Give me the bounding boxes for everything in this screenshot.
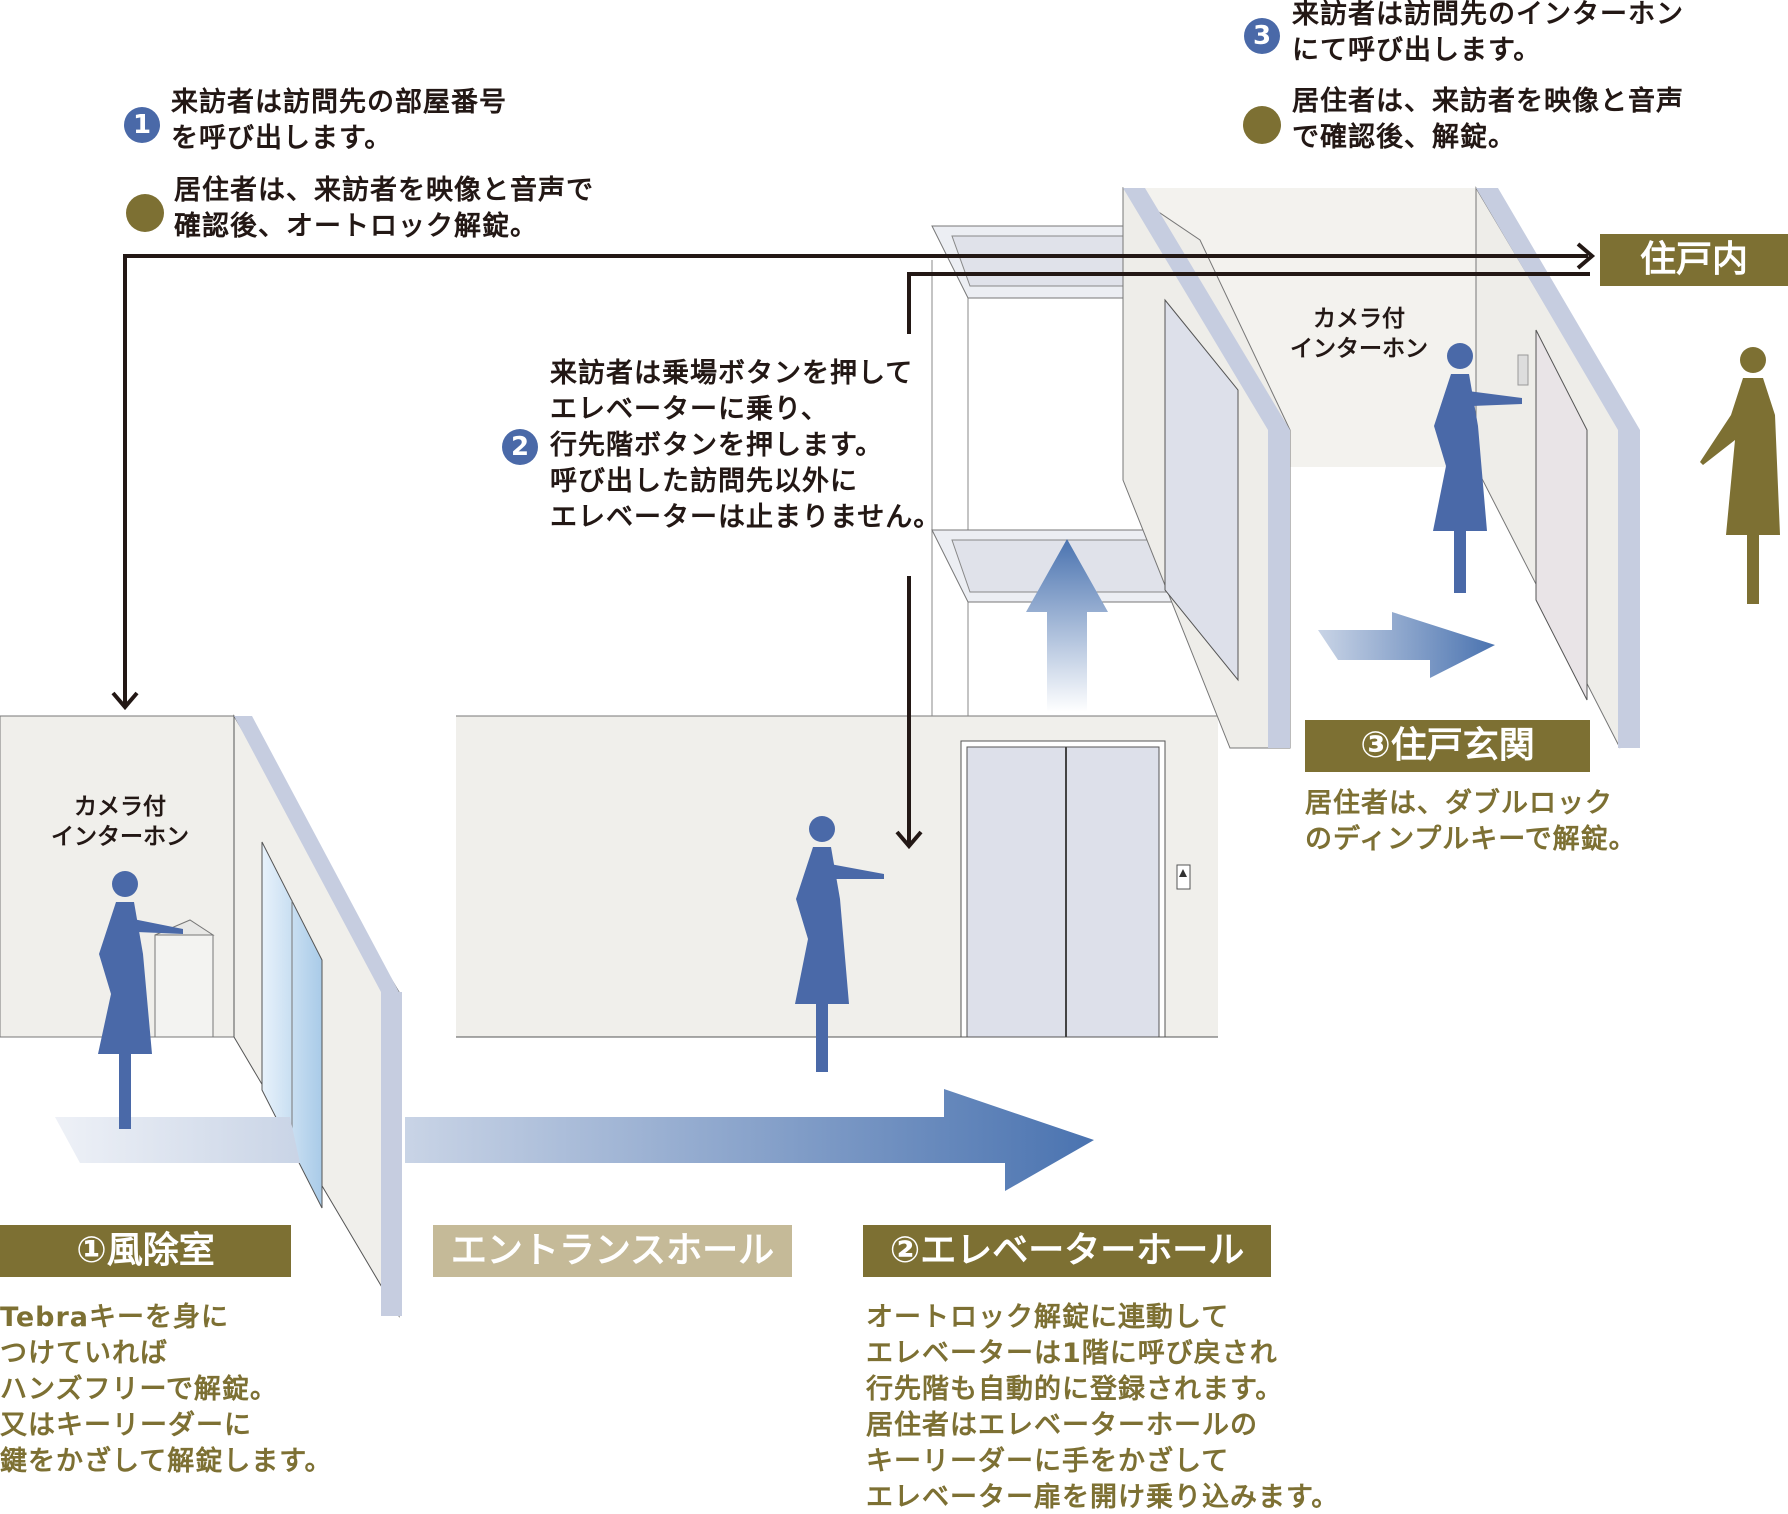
text-line: エレベーター扉を開け乗り込みます。 (866, 1482, 1340, 1513)
text-line: エレベーターは止まりません。 (550, 502, 942, 533)
text-line: を呼び出します。 (171, 123, 393, 154)
text-line: Tebraキーを身に (0, 1302, 230, 1333)
text-line: カメラ付 (1313, 306, 1405, 332)
text-line: カメラ付 (74, 794, 166, 820)
text-line: インターホン (51, 824, 189, 850)
windbreak-room (0, 714, 402, 1318)
step-2-badge: 2 (502, 429, 538, 465)
intercom-unit (1517, 354, 1529, 386)
text-line: キーリーダーに手をかざして (866, 1446, 1230, 1477)
up-arrow (1026, 539, 1108, 712)
call-lines (111, 242, 1596, 850)
text-line: 又はキーリーダーに (0, 1410, 252, 1441)
step-1-badge: 1 (124, 107, 160, 143)
camera-intercom-label: カメラ付 インターホン (40, 792, 200, 852)
text-line: つけていれば (0, 1338, 168, 1369)
entry-arrow (1318, 612, 1495, 678)
step-1-visitor-text: 来訪者は訪問先の部屋番号 を呼び出します。 (171, 85, 507, 157)
text-line: エレベーターに乗り、 (550, 394, 829, 425)
camera-intercom-label: カメラ付 インターホン (1279, 304, 1439, 364)
visitor-figure (1433, 343, 1522, 593)
text-line: で確認後、解錠。 (1292, 122, 1516, 153)
visitor-figure (98, 871, 183, 1129)
text-line: のディンプルキーで解錠。 (1305, 824, 1637, 855)
step-2-text: 来訪者は乗場ボタンを押して エレベーターに乗り、 行先階ボタンを押します。 呼び… (550, 356, 941, 536)
unit-corridor (1122, 186, 1640, 749)
unit-entrance-label: ③住戸玄関 (1305, 720, 1590, 772)
step-3-badge: 3 (1244, 18, 1280, 54)
text-line: オートロック解錠に連動して (866, 1302, 1230, 1333)
windbreak-text: Tebraキーを身に つけていれば ハンズフリーで解錠。 又はキーリーダーに 鍵… (0, 1300, 333, 1480)
key-reader-panel (154, 934, 214, 1038)
step-3-resident-text: 居住者は、来訪者を映像と音声 で確認後、解錠。 (1292, 84, 1684, 156)
text-line: 行先階も自動的に登録されます。 (866, 1374, 1284, 1405)
entrance-hall-label: エントランスホール (433, 1225, 792, 1277)
text-line: 来訪者は訪問先のインターホン (1292, 0, 1684, 30)
text-line: インターホン (1290, 336, 1428, 362)
text-line: 確認後、オートロック解錠。 (174, 211, 538, 242)
text-line: 居住者は、来訪者を映像と音声で (174, 175, 594, 206)
text-line: ハンズフリーで解錠。 (0, 1374, 278, 1405)
elevator-hall-text: オートロック解錠に連動して エレベーターは1階に呼び戻され 行先階も自動的に登録… (866, 1300, 1339, 1514)
text-line: 鍵をかざして解錠します。 (0, 1446, 333, 1477)
text-line: 呼び出した訪問先以外に (550, 466, 858, 497)
resident-dot-icon (1243, 106, 1281, 144)
text-line: 来訪者は乗場ボタンを押して (550, 358, 914, 389)
unit-entrance-text: 居住者は、ダブルロック のディンプルキーで解錠。 (1305, 786, 1637, 858)
unit-interior-label: 住戸内 (1600, 234, 1788, 286)
elevator-hall-label: ②エレベーターホール (863, 1225, 1271, 1277)
text-line: 来訪者は訪問先の部屋番号 (171, 87, 507, 118)
text-line: 行先階ボタンを押します。 (550, 430, 884, 461)
text-line: エレベーターは1階に呼び戻され (866, 1338, 1278, 1369)
windbreak-label: ①風除室 (0, 1225, 291, 1277)
text-line: 居住者は、来訪者を映像と音声 (1292, 86, 1684, 117)
resident-figure (1700, 347, 1780, 604)
text-line: にて呼び出します。 (1292, 35, 1542, 66)
text-line: 居住者はエレベーターホールの (866, 1410, 1258, 1441)
resident-dot-icon (126, 194, 164, 232)
text-line: 居住者は、ダブルロック (1305, 788, 1613, 819)
step-1-resident-text: 居住者は、来訪者を映像と音声で 確認後、オートロック解錠。 (174, 173, 594, 245)
flow-arrow (405, 1089, 1094, 1191)
step-3-visitor-text: 来訪者は訪問先のインターホン にて呼び出します。 (1292, 0, 1684, 69)
visitor-figure (795, 816, 884, 1072)
